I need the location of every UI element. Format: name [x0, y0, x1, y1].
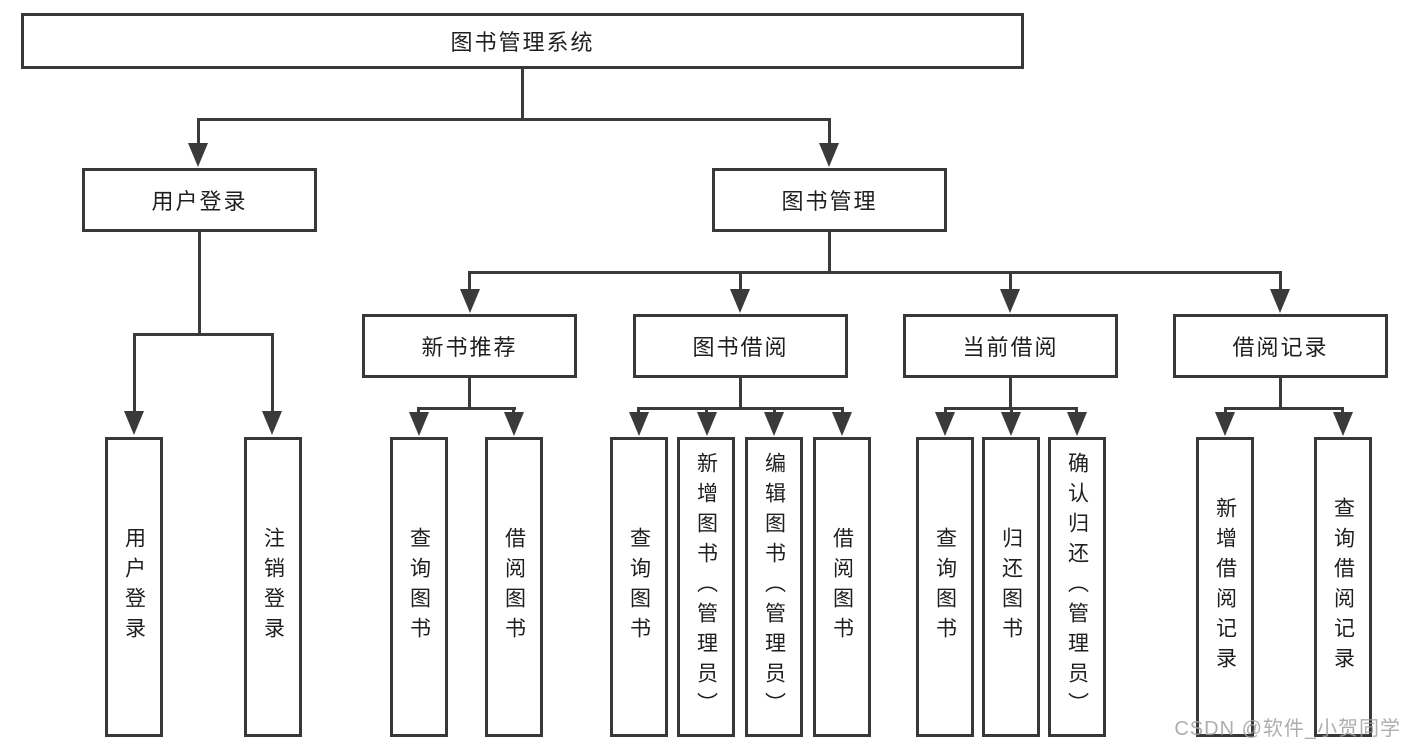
arrow-down-icon [1000, 289, 1020, 313]
leaf-borrowing-query-books: 查询图书 [610, 437, 668, 737]
leaf-records-query-record: 查询借阅记录 [1314, 437, 1372, 737]
arrow-down-icon [504, 412, 524, 436]
node-label: 图书管理系统 [450, 30, 595, 55]
node-current-borrowing: 当前借阅 [903, 314, 1118, 378]
connector-line [739, 271, 742, 290]
connector-line [521, 69, 524, 120]
arrow-down-icon [764, 412, 784, 436]
node-library-management-system: 图书管理系统 [21, 13, 1024, 69]
connector-line [1075, 407, 1078, 414]
arrow-down-icon [262, 411, 282, 435]
node-label: 借阅图书 [830, 527, 854, 647]
connector-line [705, 407, 708, 414]
node-label: 用户登录 [122, 527, 146, 647]
arrow-down-icon [819, 143, 839, 167]
node-label: 新增图书（管理员） [694, 452, 718, 722]
node-label: 编辑图书（管理员） [762, 452, 786, 722]
arrow-down-icon [1215, 412, 1235, 436]
leaf-current-query-books: 查询图书 [916, 437, 974, 737]
leaf-recommend-borrow-books: 借阅图书 [485, 437, 543, 737]
node-new-book-recommendation: 新书推荐 [362, 314, 577, 378]
node-label: 查询图书 [627, 527, 651, 647]
connector-line [1010, 407, 1013, 414]
leaf-records-add-record: 新增借阅记录 [1196, 437, 1254, 737]
node-label: 借阅记录 [1232, 335, 1329, 360]
arrow-down-icon [1001, 412, 1021, 436]
connector-line [637, 407, 844, 410]
arrow-down-icon [730, 289, 750, 313]
leaf-user-login: 用户登录 [105, 437, 163, 737]
leaf-borrowing-add-books-admin: 新增图书（管理员） [677, 437, 735, 737]
connector-line [841, 407, 844, 414]
node-user-login: 用户登录 [82, 168, 317, 232]
arrow-down-icon [409, 412, 429, 436]
connector-line [739, 378, 742, 410]
connector-line [1224, 407, 1344, 410]
connector-line [468, 378, 471, 410]
arrow-down-icon [1270, 289, 1290, 313]
arrow-down-icon [1067, 412, 1087, 436]
node-book-management: 图书管理 [712, 168, 947, 232]
node-label: 图书管理 [781, 189, 878, 214]
node-borrowing-records: 借阅记录 [1173, 314, 1388, 378]
connector-line [944, 407, 947, 414]
connector-line [468, 271, 471, 290]
connector-line [198, 232, 201, 335]
connector-line [1224, 407, 1227, 414]
leaf-recommend-query-books: 查询图书 [390, 437, 448, 737]
node-label: 新增借阅记录 [1213, 497, 1237, 677]
connector-line [417, 407, 516, 410]
connector-line [1341, 407, 1344, 414]
leaf-borrowing-borrow-books: 借阅图书 [813, 437, 871, 737]
arrow-down-icon [188, 143, 208, 167]
leaf-logout: 注销登录 [244, 437, 302, 737]
node-label: 查询图书 [933, 527, 957, 647]
arrow-down-icon [935, 412, 955, 436]
arrow-down-icon [697, 412, 717, 436]
connector-line [133, 333, 274, 336]
connector-line [1279, 271, 1282, 290]
node-label: 当前借阅 [962, 335, 1059, 360]
connector-line [197, 118, 831, 121]
leaf-current-confirm-return-admin: 确认归还（管理员） [1048, 437, 1106, 737]
connector-line [637, 407, 640, 414]
connector-line [828, 118, 831, 146]
connector-line [417, 407, 420, 414]
arrow-down-icon [1333, 412, 1353, 436]
arrow-down-icon [629, 412, 649, 436]
connector-line [773, 407, 776, 414]
node-label: 归还图书 [999, 527, 1023, 647]
node-label: 图书借阅 [692, 335, 789, 360]
node-label: 查询借阅记录 [1331, 497, 1355, 677]
csdn-watermark: CSDN @软件_小贺同学 [1174, 718, 1401, 740]
connector-line [1009, 378, 1012, 410]
connector-line [828, 232, 831, 274]
arrow-down-icon [832, 412, 852, 436]
node-label: 新书推荐 [421, 335, 518, 360]
node-label: 借阅图书 [502, 527, 526, 647]
connector-line [1009, 271, 1012, 290]
leaf-current-return-books: 归还图书 [982, 437, 1040, 737]
connector-line [468, 271, 1282, 274]
connector-line [271, 333, 274, 411]
connector-line [512, 407, 515, 414]
arrow-down-icon [460, 289, 480, 313]
connector-line [197, 118, 200, 146]
connector-line [1279, 378, 1282, 410]
node-label: 注销登录 [261, 527, 285, 647]
node-label: 查询图书 [407, 527, 431, 647]
node-label: 用户登录 [151, 189, 248, 214]
node-book-borrowing: 图书借阅 [633, 314, 848, 378]
leaf-borrowing-edit-books-admin: 编辑图书（管理员） [745, 437, 803, 737]
connector-line [133, 333, 136, 411]
node-label: 确认归还（管理员） [1065, 452, 1089, 722]
arrow-down-icon [124, 411, 144, 435]
